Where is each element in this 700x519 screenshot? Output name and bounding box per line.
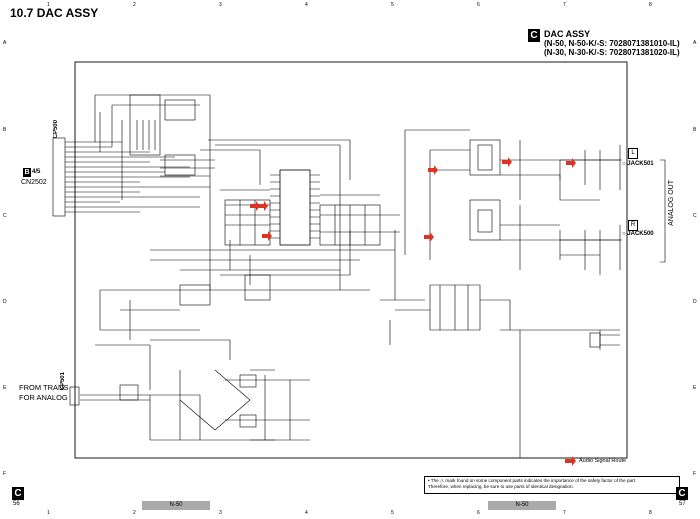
column-number: 4 [305,510,308,516]
column-number: 6 [477,2,480,8]
row-letter: F [693,471,697,477]
column-number: 1 [47,2,50,8]
row-letter: A [693,40,697,46]
safety-note-line: • The ⚠ mark found on some component par… [428,478,637,483]
page-number: 57 [679,501,686,507]
column-number: 6 [477,510,480,516]
signal-route-arrow [250,201,260,211]
row-letter: C [693,213,697,219]
row-letter: B [3,127,7,133]
column-number: 8 [649,2,652,8]
jack501-label: ○ JACK501 [622,161,654,167]
assembly-part-number: (N-50, N-50-K/-S: 7028071381010-IL) [544,39,680,48]
row-letter: C [3,213,7,219]
column-number: 5 [391,510,394,516]
column-number: 8 [649,510,652,516]
jack500-label: ○ JACK500 [622,231,654,237]
row-letter: E [693,385,697,391]
channel-right-box: R [628,220,638,231]
row-letter: D [693,299,697,305]
row-letter: B [693,127,697,133]
column-number: 1 [47,510,50,516]
signal-route-arrow [566,158,576,168]
assembly-part-number: (N-30, N-30-K/-S: 7028071381020-IL) [544,48,680,57]
reference-sheet-badge: B [23,168,31,177]
signal-route-arrow [424,232,434,242]
row-letter: F [3,471,7,477]
column-number: 7 [563,510,566,516]
footer-section-badge: C [12,487,24,500]
column-number: 3 [219,2,222,8]
row-letter: E [3,385,7,391]
row-letter: A [3,40,7,46]
assembly-title: DAC ASSY [544,29,591,39]
column-number: 2 [133,2,136,8]
signal-route-arrow [262,231,272,241]
from-trans-label: FOR ANALOG [19,393,68,402]
row-letter: D [3,299,7,305]
signal-route-arrow [428,165,438,175]
legend-label: Audio Signal Route [579,458,627,464]
channel-left-box: L [628,148,638,159]
reference-sheet-number: 4/5 [32,169,41,175]
section-badge: C [528,29,540,42]
from-trans-label: FROM TRANS [19,383,69,392]
safety-note-line: Therefore, when replacing, be sure to us… [428,484,574,489]
analog-out-label: ANALOG OUT [668,180,675,226]
signal-route-arrow [502,157,512,167]
page-number: 56 [13,501,20,507]
footer-section-badge: C [676,487,688,500]
safety-note: • The ⚠ mark found on some component par… [424,476,680,494]
column-number: 3 [219,510,222,516]
column-number: 7 [563,2,566,8]
column-number: 5 [391,2,394,8]
signal-route-arrow [258,201,268,211]
page-title: 10.7 DAC ASSY [10,6,99,20]
column-number: 4 [305,2,308,8]
model-bar: N-50 [488,501,556,510]
column-number: 2 [133,510,136,516]
model-bar: N-50 [142,501,210,510]
reference-connector: CN2502 [21,179,47,186]
